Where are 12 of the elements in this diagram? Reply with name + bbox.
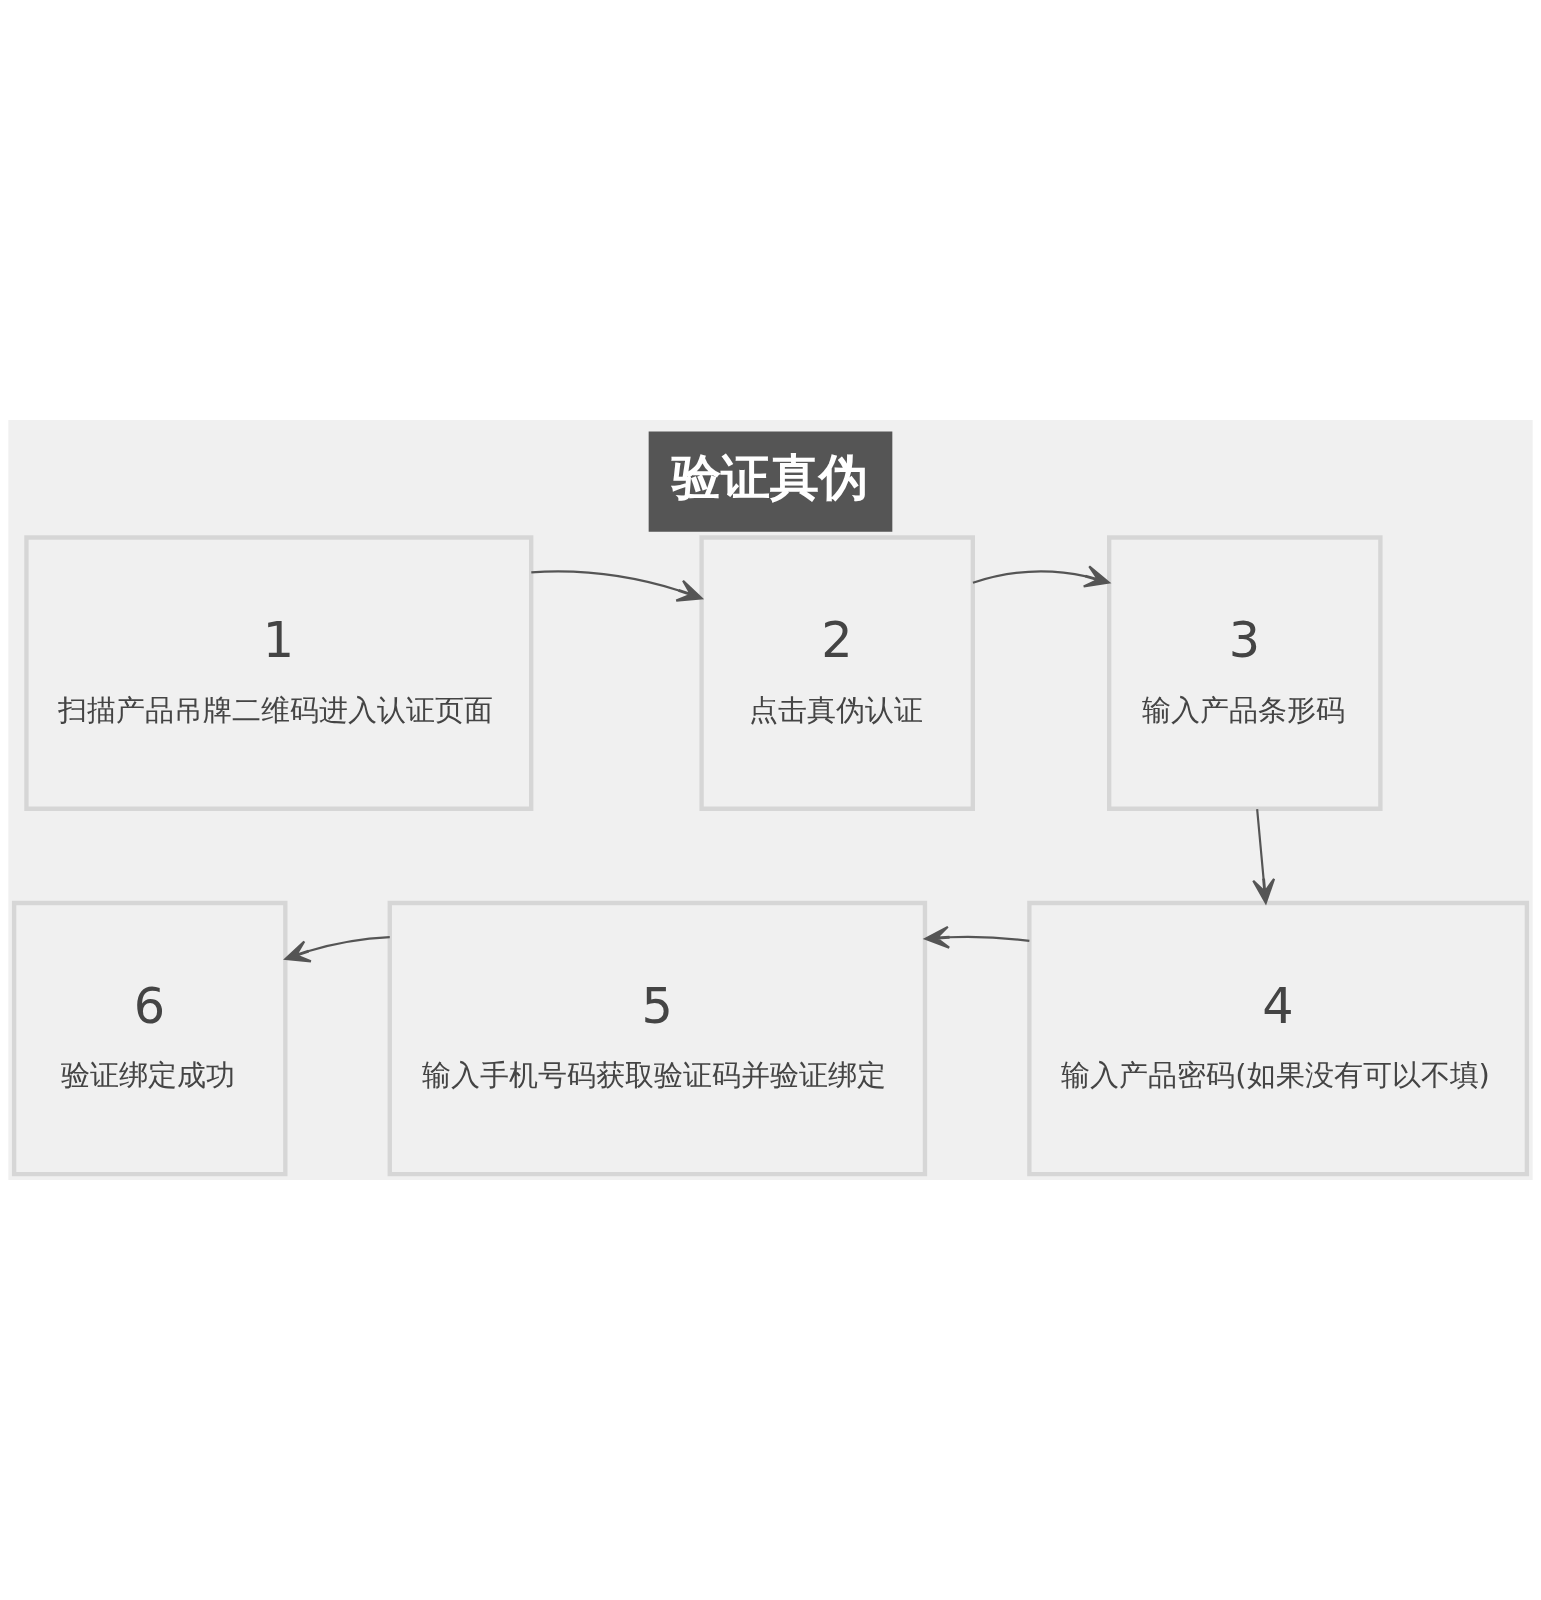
diagram-title: 验证真伪: [671, 447, 868, 506]
arrow: [531, 570, 703, 602]
node-box: 5 输入手机号码获取验证码并验证绑定: [387, 900, 928, 1177]
arrow: [924, 925, 1030, 949]
node-box: 1 扫描产品吊牌二维码进入认证页面: [24, 535, 534, 811]
node-box: 6 验证绑定成功: [11, 900, 288, 1177]
node-box: 4 输入产品密码(如果没有可以不填): [1027, 900, 1530, 1177]
node-box: 3 输入产品条形码: [1107, 535, 1383, 811]
node-box: 2 点击真伪认证: [699, 535, 975, 811]
arrow: [972, 565, 1110, 588]
arrow: [284, 936, 390, 963]
arrow: [1252, 808, 1276, 904]
